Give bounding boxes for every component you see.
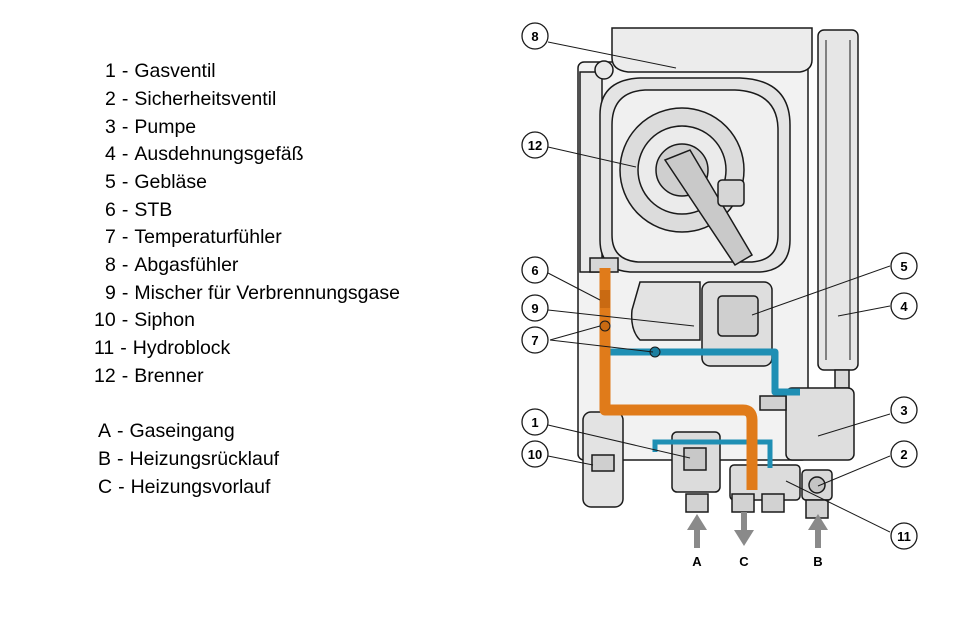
expansion-vessel: [817, 29, 859, 371]
legend-label: Gasventil: [134, 60, 216, 82]
callout-2: 2: [900, 447, 907, 462]
legend-item-gasventil: 1-Gasventil: [105, 60, 216, 82]
legend-number: 2: [105, 88, 116, 110]
legend-item-sicherheitsventil: 2-Sicherheitsventil: [105, 88, 277, 110]
legend-number: 7: [105, 226, 116, 248]
legend-label: Gaseingang: [129, 420, 235, 442]
legend-number: 6: [105, 199, 116, 221]
callout-12: 12: [528, 138, 542, 153]
callout-9: 9: [531, 301, 538, 316]
legend-number: 3: [105, 116, 116, 138]
legend-item-brenner: 12-Brenner: [94, 365, 204, 387]
legend-label: Heizungsvorlauf: [130, 476, 271, 498]
legend-label: Gebläse: [134, 171, 207, 193]
legend-label: Pumpe: [134, 116, 197, 138]
legend-number: 8: [105, 254, 116, 276]
legend-number: 5: [105, 171, 116, 193]
legend-label: Abgasfühler: [134, 254, 239, 276]
callout-3: 3: [900, 403, 907, 418]
legend-label: Temperaturfühler: [134, 226, 282, 248]
legend-item-heizungsruecklauf: B-Heizungsrücklauf: [98, 448, 280, 470]
legend-item-ausdehnungsgefaess: 4-Ausdehnungsgefäß: [105, 143, 304, 165]
legend-item-geblaese: 5-Gebläse: [105, 171, 207, 193]
legend-label: Brenner: [134, 365, 204, 387]
legend-number: 12: [94, 365, 116, 387]
legend-label: Siphon: [134, 309, 195, 331]
legend-item-gaseingang: A-Gaseingang: [98, 420, 235, 442]
legend-letter: C: [98, 476, 113, 498]
legend-label: STB: [134, 199, 173, 221]
callout-8: 8: [531, 29, 538, 44]
legend-letter: A: [98, 420, 112, 442]
legend-number: 4: [105, 143, 116, 165]
boiler-diagram: 8 12 6 9 7 1 10 5 4 3 2 11 A C B: [521, 22, 918, 569]
callout-1: 1: [531, 415, 538, 430]
return-pipe: [606, 348, 800, 396]
stb-sensor: [600, 290, 610, 308]
port-label-a: A: [692, 554, 702, 569]
callout-10: 10: [528, 447, 542, 462]
legend-letter: B: [98, 448, 112, 470]
legend-label: Hydroblock: [132, 337, 231, 359]
connection-arrows: [687, 512, 828, 548]
callouts: [521, 22, 918, 550]
legend-item-heizungsvorlauf: C-Heizungsvorlauf: [98, 476, 271, 498]
legend-number: 1: [105, 60, 116, 82]
legend-label: Sicherheitsventil: [134, 88, 277, 110]
legend-item-siphon: 10-Siphon: [94, 309, 195, 331]
legend-label: Ausdehnungsgefäß: [134, 143, 304, 165]
flue-collector: [611, 27, 813, 73]
legend-item-temperaturfuehler: 7-Temperaturfühler: [105, 226, 282, 248]
legend-item-mischer: 9-Mischer für Verbrennungsgase: [105, 282, 400, 304]
pump: [785, 387, 855, 461]
port-label-c: C: [739, 554, 749, 569]
legend-item-abgasfuehler: 8-Abgasfühler: [105, 254, 239, 276]
leader-lines: [547, 41, 891, 533]
callout-7: 7: [531, 333, 538, 348]
callout-4: 4: [900, 299, 908, 314]
legend-number: 10: [94, 309, 116, 331]
legend-item-pumpe: 3-Pumpe: [105, 116, 197, 138]
legend-label: Heizungsrücklauf: [129, 448, 280, 470]
flow-pipe: [599, 268, 758, 490]
callout-5: 5: [900, 259, 907, 274]
legend-panel: 1-Gasventil 2-Sicherheitsventil 3-Pumpe …: [0, 0, 470, 624]
legend-label: Mischer für Verbrennungsgase: [134, 282, 400, 304]
legend-item-hydroblock: 11-Hydroblock: [94, 337, 231, 359]
temperature-sensor: [599, 320, 611, 332]
callout-11: 11: [897, 529, 911, 544]
callout-6: 6: [531, 263, 538, 278]
air-duct: [579, 71, 603, 273]
exhaust-mixer: [630, 281, 701, 341]
legend-number: 9: [105, 282, 116, 304]
port-label-b: B: [813, 554, 822, 569]
legend-number: 11: [94, 337, 115, 359]
legend-item-stb: 6-STB: [105, 199, 173, 221]
